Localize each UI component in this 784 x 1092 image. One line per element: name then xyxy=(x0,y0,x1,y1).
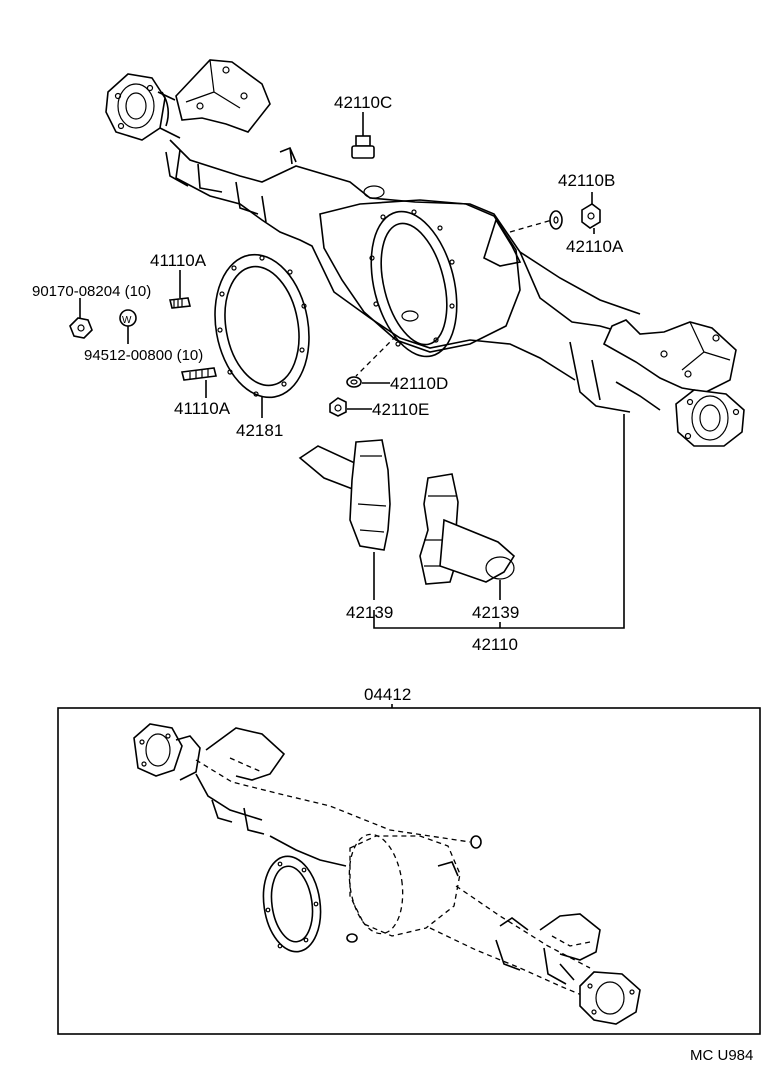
label-90170-08204: 90170-08204 (10) xyxy=(32,283,151,300)
kit-axle-housing-drawing xyxy=(133,723,641,1025)
label-42110B: 42110B xyxy=(558,171,615,190)
washer-mark-icon: W xyxy=(122,315,132,326)
label-42139-right: 42139 xyxy=(472,603,519,622)
nut-42110A xyxy=(581,203,601,229)
bracket-42139-right xyxy=(419,473,516,585)
label-42110C: 42110C xyxy=(334,93,392,112)
drain-plug-42110E xyxy=(329,397,347,417)
nut-90170 xyxy=(69,317,93,339)
label-41110A-bottom: 41110A xyxy=(174,399,231,418)
washer-94512: W xyxy=(119,309,137,327)
carrier-gasket-42181 xyxy=(214,253,310,399)
assembly-leader-42110 xyxy=(373,414,625,629)
label-42110E: 42110E xyxy=(372,400,429,419)
bracket-42139-left xyxy=(298,439,391,551)
label-41110A-top: 41110A xyxy=(150,251,207,270)
kit-box xyxy=(57,707,761,1035)
label-42110: 42110 xyxy=(472,635,518,654)
left-spring-seat xyxy=(175,59,271,133)
gasket-42110D xyxy=(346,376,362,388)
label-42139-left: 42139 xyxy=(346,603,393,622)
right-axle-flange xyxy=(675,389,745,447)
breather-plug xyxy=(351,112,375,159)
left-axle-flange xyxy=(105,73,166,141)
label-04412: 04412 xyxy=(364,685,411,704)
differential-carrier-housing xyxy=(319,185,521,358)
figure-code: MC U984 xyxy=(690,1047,753,1064)
label-42181: 42181 xyxy=(236,421,283,440)
washer-42110B xyxy=(549,210,563,230)
stud-bolt-top xyxy=(169,297,191,309)
label-94512-00800: 94512-00800 (10) xyxy=(84,347,203,364)
axle-housing-drawing xyxy=(105,59,745,447)
label-42110D: 42110D xyxy=(390,374,448,393)
right-spring-seat xyxy=(602,319,737,393)
stud-bolt-bottom xyxy=(181,367,217,381)
label-42110A: 42110A xyxy=(566,237,624,256)
